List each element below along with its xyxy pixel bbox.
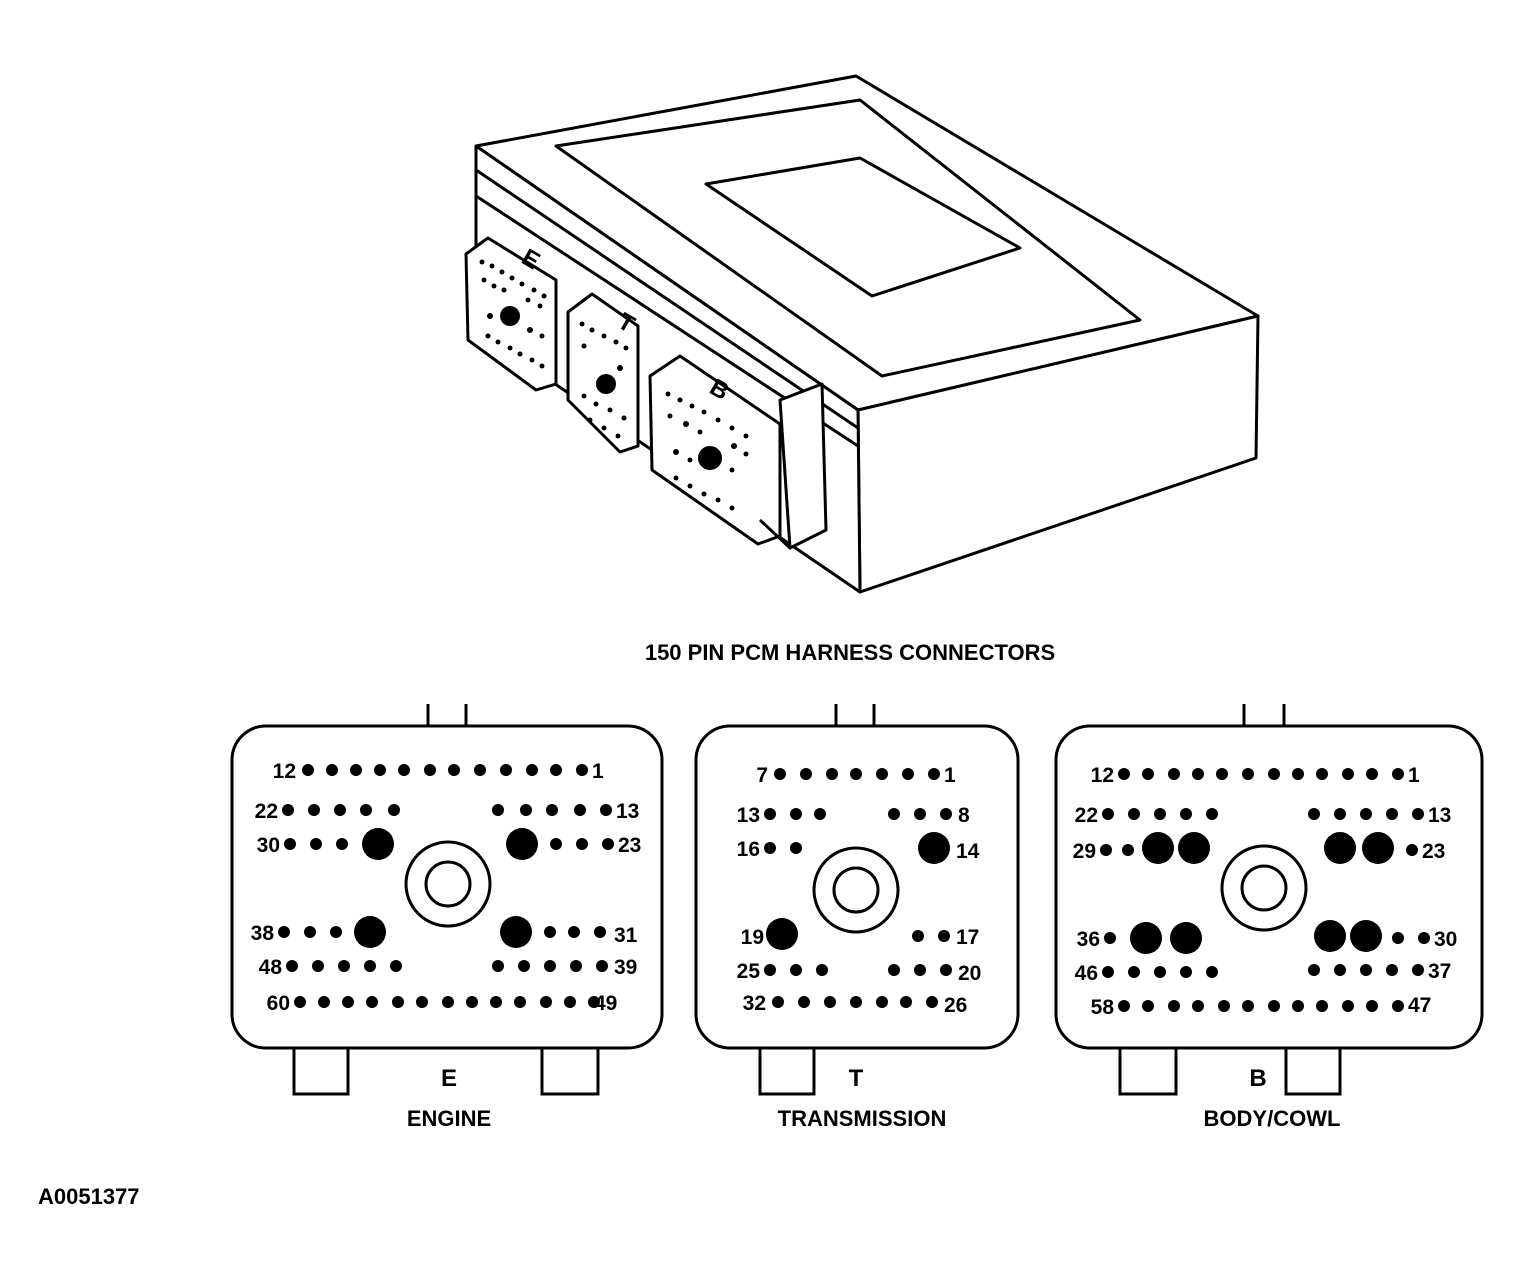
pin-dots	[278, 764, 614, 1008]
connector-letter: E	[441, 1065, 457, 1092]
pin-label: 47	[1408, 994, 1431, 1017]
pin-label: 37	[1428, 960, 1451, 983]
pin-label: 7	[756, 764, 768, 787]
pin-label: 36	[1077, 928, 1100, 951]
pin-label: 19	[741, 926, 764, 949]
module-end-plug	[778, 382, 828, 550]
connector-outline	[694, 724, 1020, 1050]
connector-letter: B	[1249, 1065, 1266, 1092]
center-ring-outer	[812, 846, 900, 934]
module-ridge	[475, 168, 859, 430]
pin-label: 8	[958, 804, 970, 827]
pin-label: 60	[267, 992, 290, 1015]
pcm-module-illustration	[464, 74, 1260, 594]
connector-name: BODY/COWL	[1204, 1106, 1341, 1131]
center-ring-outer	[404, 840, 492, 928]
center-ring-inner	[1240, 864, 1288, 912]
connector-name: TRANSMISSION	[778, 1106, 947, 1131]
figure-id: A0051377	[38, 1184, 140, 1209]
center-ring-outer	[1220, 844, 1308, 932]
pin-label: 29	[1073, 840, 1096, 863]
pin-label: 26	[944, 994, 967, 1017]
pin-label: 32	[743, 992, 766, 1015]
hub-dot	[698, 446, 722, 470]
connector-face-transmission: 7 1 13 8 16 14 19 17 25 20 32 26 T TRANS…	[694, 704, 1020, 1131]
pin-label: 49	[594, 992, 617, 1015]
pin-label: 12	[273, 760, 296, 783]
pin-dots	[1100, 768, 1430, 1012]
pin-dots-b	[665, 391, 749, 511]
pin-label: 46	[1075, 962, 1098, 985]
pin-label: 14	[956, 840, 980, 863]
pin-label: 13	[737, 804, 760, 827]
pin-label: 39	[614, 956, 637, 979]
connector-block-t	[566, 292, 640, 454]
pin-label: 12	[1091, 764, 1114, 787]
pin-label: 22	[255, 800, 278, 823]
center-ring-inner	[832, 866, 880, 914]
pin-label: 20	[958, 962, 981, 985]
pin-label: 17	[956, 926, 979, 949]
pin-dots-e	[479, 259, 547, 369]
pin-dots	[764, 768, 952, 1008]
pin-label: 30	[1434, 928, 1457, 951]
pin-label: 30	[257, 834, 280, 857]
pin-label: 1	[1408, 764, 1420, 787]
pin-label: 48	[259, 956, 283, 979]
pin-label: 1	[592, 760, 604, 783]
pin-label: 31	[614, 924, 638, 947]
hub-dot	[596, 374, 616, 394]
connector-letter: T	[849, 1065, 864, 1092]
pin-label: 25	[737, 960, 761, 983]
module-connector-pins	[479, 259, 749, 511]
connector-face-body-cowl: 12 1 22 13 29 23 36 30 46 37 58 47 B BOD…	[1054, 704, 1484, 1131]
module-lid-rim	[554, 98, 1142, 378]
pin-label: 16	[737, 838, 760, 861]
pin-label: 38	[251, 922, 275, 945]
pin-label: 13	[616, 800, 639, 823]
pin-label: 13	[1428, 804, 1451, 827]
center-ring-inner	[424, 860, 472, 908]
diagram-caption: 150 PIN PCM HARNESS CONNECTORS	[645, 640, 1055, 665]
connector-name: ENGINE	[407, 1106, 491, 1131]
connector-face-engine: 12 1 22 13 30 23 38 31 48 39 60 49 E ENG…	[230, 704, 664, 1131]
pin-label: 22	[1075, 804, 1098, 827]
hub-dot	[500, 306, 520, 326]
pin-label: 23	[1422, 840, 1445, 863]
pin-label: 1	[944, 764, 956, 787]
module-end-plug-edge	[758, 518, 792, 550]
pin-label: 23	[618, 834, 641, 857]
module-label-area	[704, 156, 1022, 298]
pin-dots-t	[579, 321, 629, 439]
pin-label: 58	[1091, 996, 1115, 1019]
